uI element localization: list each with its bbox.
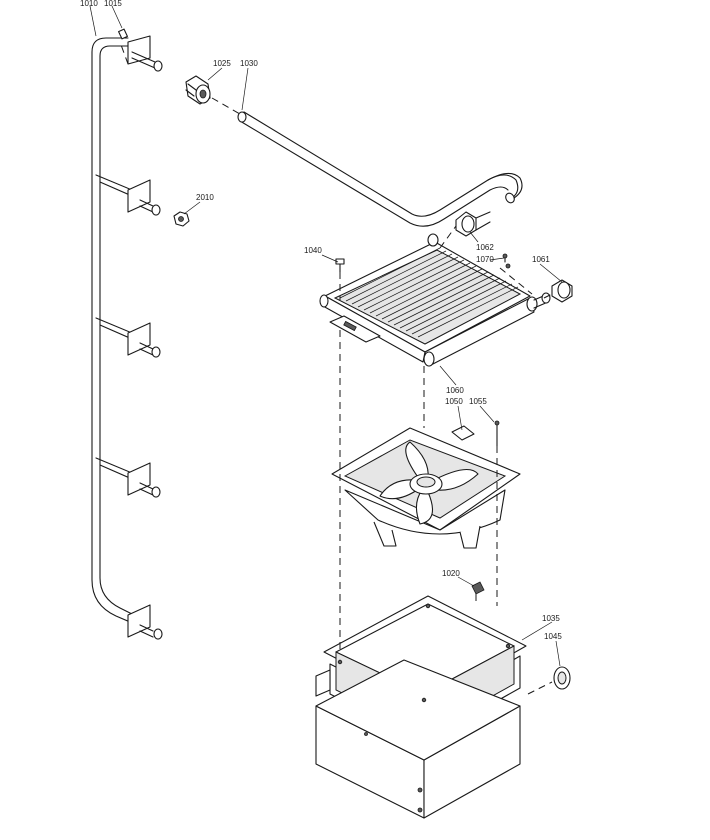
manifold-branch-4 — [95, 457, 161, 498]
tube-1030 — [237, 111, 523, 227]
fitting-1062 — [455, 211, 491, 237]
label-1015: 1015 — [104, 0, 122, 8]
label-1040: 1040 — [304, 246, 322, 255]
manifold-pipe — [91, 37, 133, 623]
fitting-1015 — [118, 28, 128, 40]
clip-1020 — [471, 581, 485, 595]
enclosure-1035 — [315, 595, 527, 819]
coupling-1025 — [185, 75, 211, 105]
label-1070: 1070 — [476, 255, 494, 264]
label-1061: 1061 — [532, 255, 550, 264]
label-1050: 1050 — [445, 397, 463, 406]
fan-1050 — [331, 425, 521, 549]
leader-lines — [89, 5, 563, 667]
label-1010: 1010 — [80, 0, 98, 8]
manifold-branch-5 — [127, 604, 163, 640]
label-1045: 1045 — [544, 632, 562, 641]
callout-labels: 1010 1015 1025 1030 2010 1040 1062 1070 … — [80, 0, 562, 641]
dash-1025-to-tube — [211, 97, 241, 115]
label-1025: 1025 — [213, 59, 231, 68]
label-1062: 1062 — [476, 243, 494, 252]
assembly-dashes — [119, 41, 533, 652]
bolt-1040 — [335, 258, 345, 273]
heat-exchanger-1060 — [319, 233, 551, 367]
manifold-branch-1 — [127, 35, 163, 72]
label-1060: 1060 — [446, 386, 464, 395]
pin-1055 — [494, 420, 500, 447]
nut-2010 — [173, 211, 190, 227]
label-1035: 1035 — [542, 614, 560, 623]
label-1020: 1020 — [442, 569, 460, 578]
manifold-branch-2 — [95, 174, 161, 216]
grommet-1045 — [527, 666, 571, 695]
label-1055: 1055 — [469, 397, 487, 406]
fitting-1061 — [543, 279, 573, 303]
manifold-branch-3 — [95, 317, 161, 358]
screws-1070 — [502, 253, 511, 269]
label-1030: 1030 — [240, 59, 258, 68]
label-2010: 2010 — [196, 193, 214, 202]
